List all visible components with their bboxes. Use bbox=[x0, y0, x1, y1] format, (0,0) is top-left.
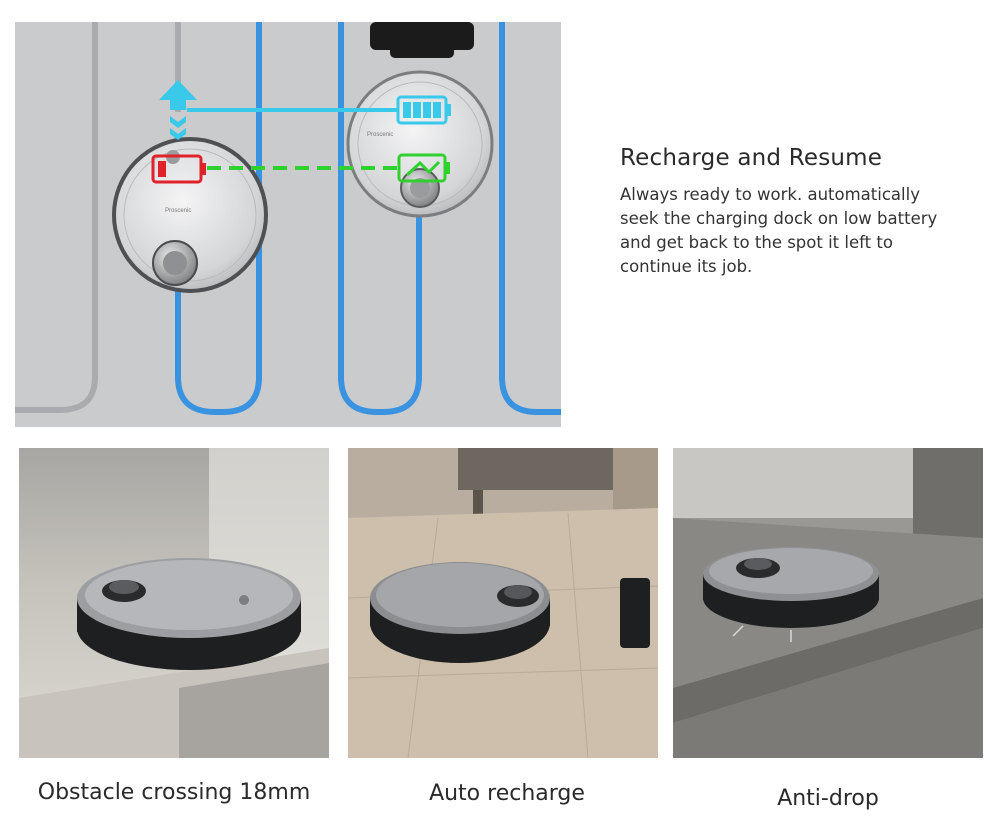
caption-auto-recharge: Auto recharge bbox=[429, 781, 585, 806]
charging-dock bbox=[370, 22, 474, 58]
auto-recharge-photo bbox=[348, 448, 658, 758]
feature-block: Recharge and Resume Always ready to work… bbox=[620, 145, 960, 279]
battery-low-icon bbox=[151, 154, 206, 184]
battery-full-icon bbox=[396, 95, 451, 125]
feature-title: Recharge and Resume bbox=[620, 145, 883, 171]
feature-description: Always ready to work. automatically seek… bbox=[620, 185, 938, 276]
robot-docked: Proscenic bbox=[346, 70, 494, 218]
obstacle-crossing-photo bbox=[19, 448, 329, 758]
recharge-diagram: Proscenic Proscenic bbox=[15, 22, 561, 427]
anti-drop-photo bbox=[673, 448, 983, 758]
active-path bbox=[175, 22, 561, 415]
caption-obstacle-crossing: Obstacle crossing 18mm bbox=[37, 780, 311, 805]
robot-brand-label: Proscenic bbox=[367, 132, 393, 138]
robot-low-battery: Proscenic bbox=[112, 137, 268, 293]
recharge-diagram-graphic: Proscenic Proscenic bbox=[15, 22, 561, 415]
robot-brand-label: Proscenic bbox=[165, 208, 191, 214]
caption-anti-drop: Anti-drop bbox=[777, 786, 879, 811]
battery-charging-icon bbox=[397, 153, 450, 183]
up-arrow-icon bbox=[159, 80, 197, 140]
